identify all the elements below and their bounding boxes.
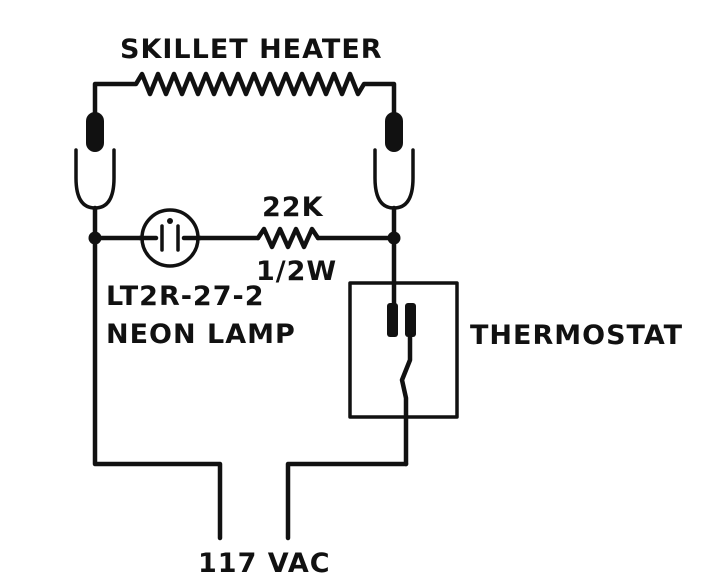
heater-label: SKILLET HEATER: [120, 34, 383, 65]
thermostat-icon: [348, 235, 459, 467]
lamp-part-label: LT2R-27-2: [106, 281, 265, 312]
supply-voltage-label: 117 VAC: [198, 548, 331, 579]
thermostat-label: THERMOSTAT: [470, 320, 683, 351]
resistor-power-label: 1/2W: [256, 256, 337, 287]
left-plug-connector-icon: [74, 112, 116, 241]
heater-element-icon: [92, 71, 397, 125]
supply-wire-right: [285, 461, 409, 541]
resistor-value-label: 22K: [262, 192, 324, 223]
lamp-name-label: NEON LAMP: [106, 319, 296, 350]
resistor-icon: [255, 226, 321, 250]
neon-lamp-icon: [137, 208, 203, 268]
supply-wire-left: [92, 235, 223, 541]
right-plug-connector-icon: [373, 112, 415, 241]
